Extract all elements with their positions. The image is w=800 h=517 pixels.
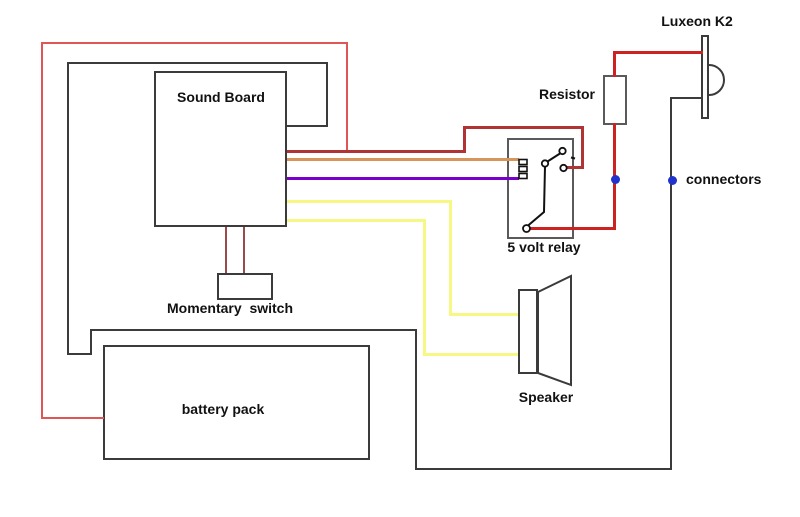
wire-black-ground-riser — [670, 97, 672, 470]
sound-board-box — [154, 71, 287, 227]
relay-contact-tick — [570, 156, 576, 160]
wire-yellow1-run — [287, 200, 452, 203]
relay-contacts — [522, 146, 568, 233]
wire-yellow2-drop — [423, 219, 426, 355]
momentary-switch-label: Momentary switch — [166, 300, 294, 316]
relay-coil — [518, 158, 528, 180]
wire-yellow1-drop — [449, 200, 452, 315]
sound-board-label: Sound Board — [177, 89, 265, 105]
wire-yellow2-to-speaker — [423, 353, 518, 356]
speaker-cone — [537, 274, 572, 387]
wire-red-resistor-up — [613, 51, 616, 77]
wire-black-ground-drop — [415, 329, 417, 470]
relay-switch-arm — [546, 152, 561, 163]
relay-contact-nc — [559, 163, 568, 173]
connector-dot-left — [611, 175, 620, 184]
led-lens-arc — [708, 64, 725, 96]
wire-black-ground-run-top — [90, 329, 417, 331]
relay-coil-loop — [518, 172, 528, 180]
wire-black-enclosure-right — [326, 62, 328, 127]
relay-contact-common — [522, 224, 531, 233]
connectors-label: connectors — [686, 171, 762, 187]
wire-black-to-sound-board — [287, 125, 328, 127]
relay-coil-loop — [518, 158, 528, 166]
wire-darkred-drop — [581, 126, 584, 169]
battery-pack-label: battery pack — [181, 401, 265, 417]
wire-black-jog-bottom — [67, 353, 92, 355]
speaker-label: Speaker — [518, 389, 574, 405]
wire-maroon-switch-left — [225, 227, 227, 273]
relay-coil-loop — [518, 165, 528, 173]
wire-black-enclosure-left — [67, 62, 69, 355]
wire-red-battery-top — [41, 42, 348, 44]
wire-maroon-switch-right — [243, 227, 245, 273]
wire-black-jog-up — [90, 329, 92, 355]
wire-black-ground-run-bottom — [415, 468, 672, 470]
wire-darkred-over-relay — [463, 126, 584, 129]
wire-darkred-soundboard-out — [287, 150, 466, 153]
led-body — [701, 35, 709, 119]
wire-yellow2-run — [287, 219, 426, 222]
relay-label: 5 volt relay — [507, 239, 581, 255]
wire-red-battery-left — [41, 42, 43, 419]
wire-black-to-led — [670, 97, 703, 99]
wire-orange-coil-signal — [287, 158, 519, 161]
relay-contact-no — [558, 146, 567, 156]
relay-armature-link — [526, 166, 546, 227]
wire-red-to-relay-common — [526, 227, 616, 230]
wire-darkred-to-contact — [566, 166, 584, 169]
wire-red-battery-bottom — [41, 417, 104, 419]
wire-yellow1-to-speaker — [449, 313, 518, 316]
wire-red-to-led — [613, 51, 703, 54]
battery-pack-box — [103, 345, 370, 460]
momentary-switch-box — [217, 273, 273, 300]
relay-contact-pivot — [540, 159, 550, 168]
luxeon-k2-label: Luxeon K2 — [661, 13, 733, 29]
wire-darkred-rise — [463, 126, 466, 153]
wire-red-battery-tap — [346, 42, 348, 152]
connector-dot-right — [668, 176, 677, 185]
resistor-label: Resistor — [538, 86, 596, 102]
wire-purple-coil-signal — [287, 177, 519, 180]
wire-black-enclosure-top — [67, 62, 328, 64]
